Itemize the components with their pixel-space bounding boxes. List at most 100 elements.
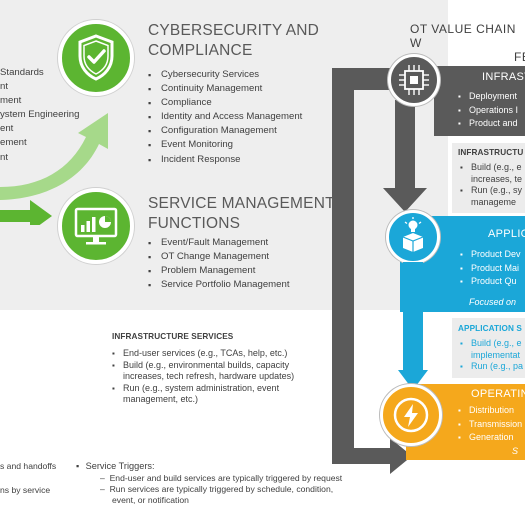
trigger-text: Run services are typically triggered by … [109, 484, 334, 494]
list-item: OT Change Management [148, 250, 290, 264]
light-green-curved-arrow [0, 113, 108, 200]
left-list-item: ystem Engineering [0, 109, 80, 121]
list-item: Build (e.g., e [460, 338, 523, 350]
service-management-list: Event/Fault Management OT Change Managem… [148, 236, 290, 292]
list-item: Build (e.g., environmental builds, capac… [112, 360, 294, 372]
list-item: Transmission [458, 418, 522, 432]
list-item: Product Qu [460, 275, 521, 289]
left-list-item: ent [0, 123, 14, 135]
trigger-line-2: – Run services are typically triggered b… [100, 484, 333, 495]
continuation-text: management, etc.) [123, 394, 199, 404]
infrastructure-band-title: INFRAST [482, 71, 525, 83]
operations-band-list: Distribution Transmission Generation [458, 404, 522, 445]
cybersecurity-title-line2: COMPLIANCE [148, 42, 253, 59]
application-band-list: Product Dev Product Mai Product Qu [460, 248, 521, 289]
continuation-text: manageme [471, 196, 517, 207]
continuation-text: increases, tech refresh, hardware update… [123, 371, 295, 381]
trigger-text: End-user and build services are typicall… [109, 473, 343, 483]
service-management-title: SERVICE MANAGEMENT FUNCTIONS [148, 194, 335, 234]
list-item: Run (e.g., pa [460, 361, 523, 373]
down-arrow-1 [383, 100, 427, 212]
cybersecurity-title: CYBERSECURITY AND COMPLIANCE [148, 21, 319, 61]
list-item: Incident Response [148, 153, 302, 167]
list-item: Build (e.g., e [460, 162, 522, 174]
operations-band-note: S [512, 446, 519, 456]
chip-icon [399, 65, 429, 95]
service-management-circle [58, 188, 134, 264]
list-item: Continuity Management [148, 82, 302, 96]
list-item: End-user services (e.g., TCAs, help, etc… [112, 348, 294, 360]
list-item: Event Monitoring [148, 138, 302, 152]
list-item: Operations I [458, 104, 518, 118]
list-item: Identity and Access Management [148, 110, 302, 124]
monitor-chart-icon [74, 207, 118, 245]
list-item-continuation: manageme [460, 197, 522, 209]
value-chain-title-line1: OT VALUE CHAIN W [410, 22, 516, 50]
infrastructure-services-list: End-user services (e.g., TCAs, help, etc… [112, 348, 294, 406]
list-item: Compliance [148, 96, 302, 110]
service-management-title-line1: SERVICE MANAGEMENT [148, 195, 335, 212]
infrastructure-services-heading: INFRASTRUCTURE SERVICES [112, 332, 234, 341]
list-item-continuation: increases, tech refresh, hardware update… [112, 371, 294, 383]
operations-circle [380, 384, 442, 446]
trigger-line-1: – End-user and build services are typica… [100, 473, 342, 484]
infrastructure-box [452, 143, 525, 213]
shield-check-icon [78, 34, 114, 81]
trigger-line-3: event, or notification [112, 495, 189, 505]
down-arrow-2 [398, 262, 428, 390]
application-circle [386, 210, 440, 264]
list-item: Configuration Management [148, 124, 302, 138]
list-item-continuation: management, etc.) [112, 394, 294, 406]
service-triggers-label: Service Triggers: [85, 461, 155, 471]
application-services-heading: APPLICATION S [458, 324, 522, 333]
left-list-item: nt [0, 81, 9, 93]
footer-left-line2: ns by service [0, 485, 51, 495]
continuation-text: increases, te [471, 173, 523, 184]
list-item: Distribution [458, 404, 522, 418]
list-item: Run (e.g., sy [460, 185, 522, 197]
value-chain-title-line2: FE [514, 50, 525, 64]
connector-arrows [0, 113, 108, 225]
operations-band-title: OPERATIN [471, 388, 525, 400]
service-management-title-line2: FUNCTIONS [148, 215, 241, 232]
left-list-item: Standards [0, 67, 44, 78]
left-list-item: ement [0, 137, 27, 149]
application-services-list: Build (e.g., e implementat Run (e.g., pa [460, 338, 523, 373]
left-list: Standards nt ment ystem Engineering ent … [0, 66, 79, 165]
value-chain-title: OT VALUE CHAIN W FE [410, 22, 525, 64]
list-item: Problem Management [148, 264, 290, 278]
footer-left-line1: s and handoffs [0, 461, 57, 471]
cybersecurity-circle [58, 20, 134, 96]
value-chain-connector [332, 68, 427, 474]
infrastructure-box-list: Build (e.g., e increases, te Run (e.g., … [460, 162, 522, 208]
list-item: Run (e.g., system administration, event [112, 383, 294, 395]
list-item: Event/Fault Management [148, 236, 290, 250]
continuation-text: implementat [471, 349, 521, 360]
left-list-item: nt [0, 151, 9, 163]
list-item: Deployment [458, 90, 518, 104]
list-item: Generation [458, 431, 522, 445]
lightning-icon [393, 397, 429, 433]
cybersecurity-list: Cybersecurity Services Continuity Manage… [148, 68, 302, 167]
infrastructure-box-heading: INFRASTRUCTU [458, 148, 524, 157]
return-arrow [332, 68, 412, 474]
list-item-continuation: implementat [460, 350, 523, 362]
green-straight-arrow [0, 200, 52, 225]
box-bulb-icon [402, 217, 424, 252]
cybersecurity-title-line1: CYBERSECURITY AND [148, 22, 320, 39]
service-triggers: ▪ Service Triggers: [76, 461, 155, 472]
application-band-title: APPLIC [488, 228, 525, 240]
list-item: Service Portfolio Management [148, 278, 290, 292]
dash-glyph: – [100, 484, 110, 494]
list-item: Cybersecurity Services [148, 68, 302, 82]
infrastructure-circle [388, 54, 440, 106]
dash-glyph: – [100, 473, 110, 483]
left-list-item: ment [0, 95, 22, 107]
application-band-note: Focused on [469, 297, 517, 307]
list-item: Product Dev [460, 248, 521, 262]
infrastructure-band-list: Deployment Operations I Product and [458, 90, 518, 131]
list-item: Product and [458, 117, 518, 131]
bullet-glyph: ▪ [76, 461, 80, 471]
list-item-continuation: increases, te [460, 174, 522, 186]
list-item: Product Mai [460, 262, 521, 276]
